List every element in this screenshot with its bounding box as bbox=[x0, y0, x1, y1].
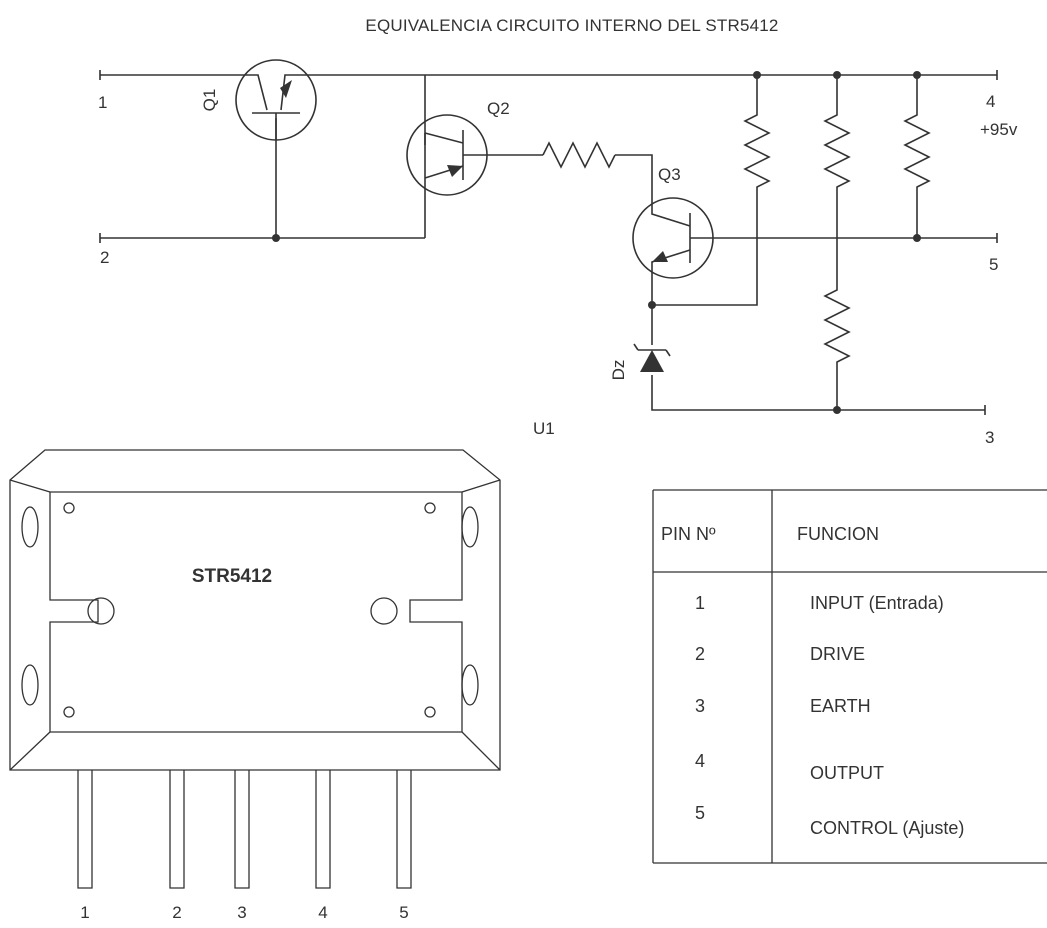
table-row-4-pin: 4 bbox=[695, 751, 705, 771]
resistor-r1 bbox=[743, 75, 771, 198]
diagram-title: EQUIVALENCIA CIRCUITO INTERNO DEL STR541… bbox=[365, 16, 778, 35]
table-row-1-function: INPUT (Entrada) bbox=[810, 593, 944, 613]
str5412-package bbox=[9, 449, 501, 889]
q3-collector-wire bbox=[615, 154, 653, 200]
earth-rail-wire bbox=[651, 375, 985, 411]
voltage-label: +95v bbox=[980, 120, 1018, 139]
package-pin-4-label: 4 bbox=[318, 903, 327, 922]
terminal-5-label: 5 bbox=[989, 255, 998, 274]
package-pin-2-label: 2 bbox=[172, 903, 181, 922]
resistor-r2 bbox=[823, 75, 851, 238]
resistor-r3 bbox=[903, 75, 931, 238]
transistor-q1 bbox=[235, 59, 317, 141]
transistor-q2 bbox=[406, 114, 488, 196]
series-resistor bbox=[542, 141, 616, 169]
package-pin-5-label: 5 bbox=[399, 903, 408, 922]
u1-label: U1 bbox=[533, 419, 555, 438]
table-row-2-function: DRIVE bbox=[810, 644, 865, 664]
junction-dots bbox=[272, 71, 921, 414]
table-row-1-pin: 1 bbox=[695, 593, 705, 613]
table-row-3-pin: 3 bbox=[695, 696, 705, 716]
resistor-r4 bbox=[823, 238, 851, 410]
terminal-1-label: 1 bbox=[98, 93, 107, 112]
q3-label: Q3 bbox=[658, 165, 681, 184]
zener-diode-dz bbox=[633, 343, 671, 372]
terminal-4-label: 4 bbox=[986, 92, 995, 111]
table-row-5-pin: 5 bbox=[695, 803, 705, 823]
r1-tie-wire bbox=[652, 198, 758, 306]
table-row-3-function: EARTH bbox=[810, 696, 871, 716]
table-row-5-function: CONTROL (Ajuste) bbox=[810, 818, 964, 838]
table-row-2-pin: 2 bbox=[695, 644, 705, 664]
terminal-3-label: 3 bbox=[985, 428, 994, 447]
table-row-4-function: OUTPUT bbox=[810, 763, 884, 783]
circuit-wires bbox=[100, 74, 997, 411]
transistor-q3 bbox=[632, 197, 714, 279]
terminal-2-label: 2 bbox=[100, 248, 109, 267]
pin-function-table bbox=[652, 489, 1047, 864]
terminal-ticks bbox=[99, 70, 998, 415]
q2-label: Q2 bbox=[487, 99, 510, 118]
table-header-function: FUNCION bbox=[797, 524, 879, 544]
q1-label: Q1 bbox=[200, 89, 219, 112]
package-part-number: STR5412 bbox=[192, 566, 272, 587]
package-pin-3-label: 3 bbox=[237, 903, 246, 922]
dz-label: Dz bbox=[609, 360, 628, 381]
table-header-pin: PIN Nº bbox=[661, 524, 716, 544]
package-pin-1-label: 1 bbox=[80, 903, 89, 922]
